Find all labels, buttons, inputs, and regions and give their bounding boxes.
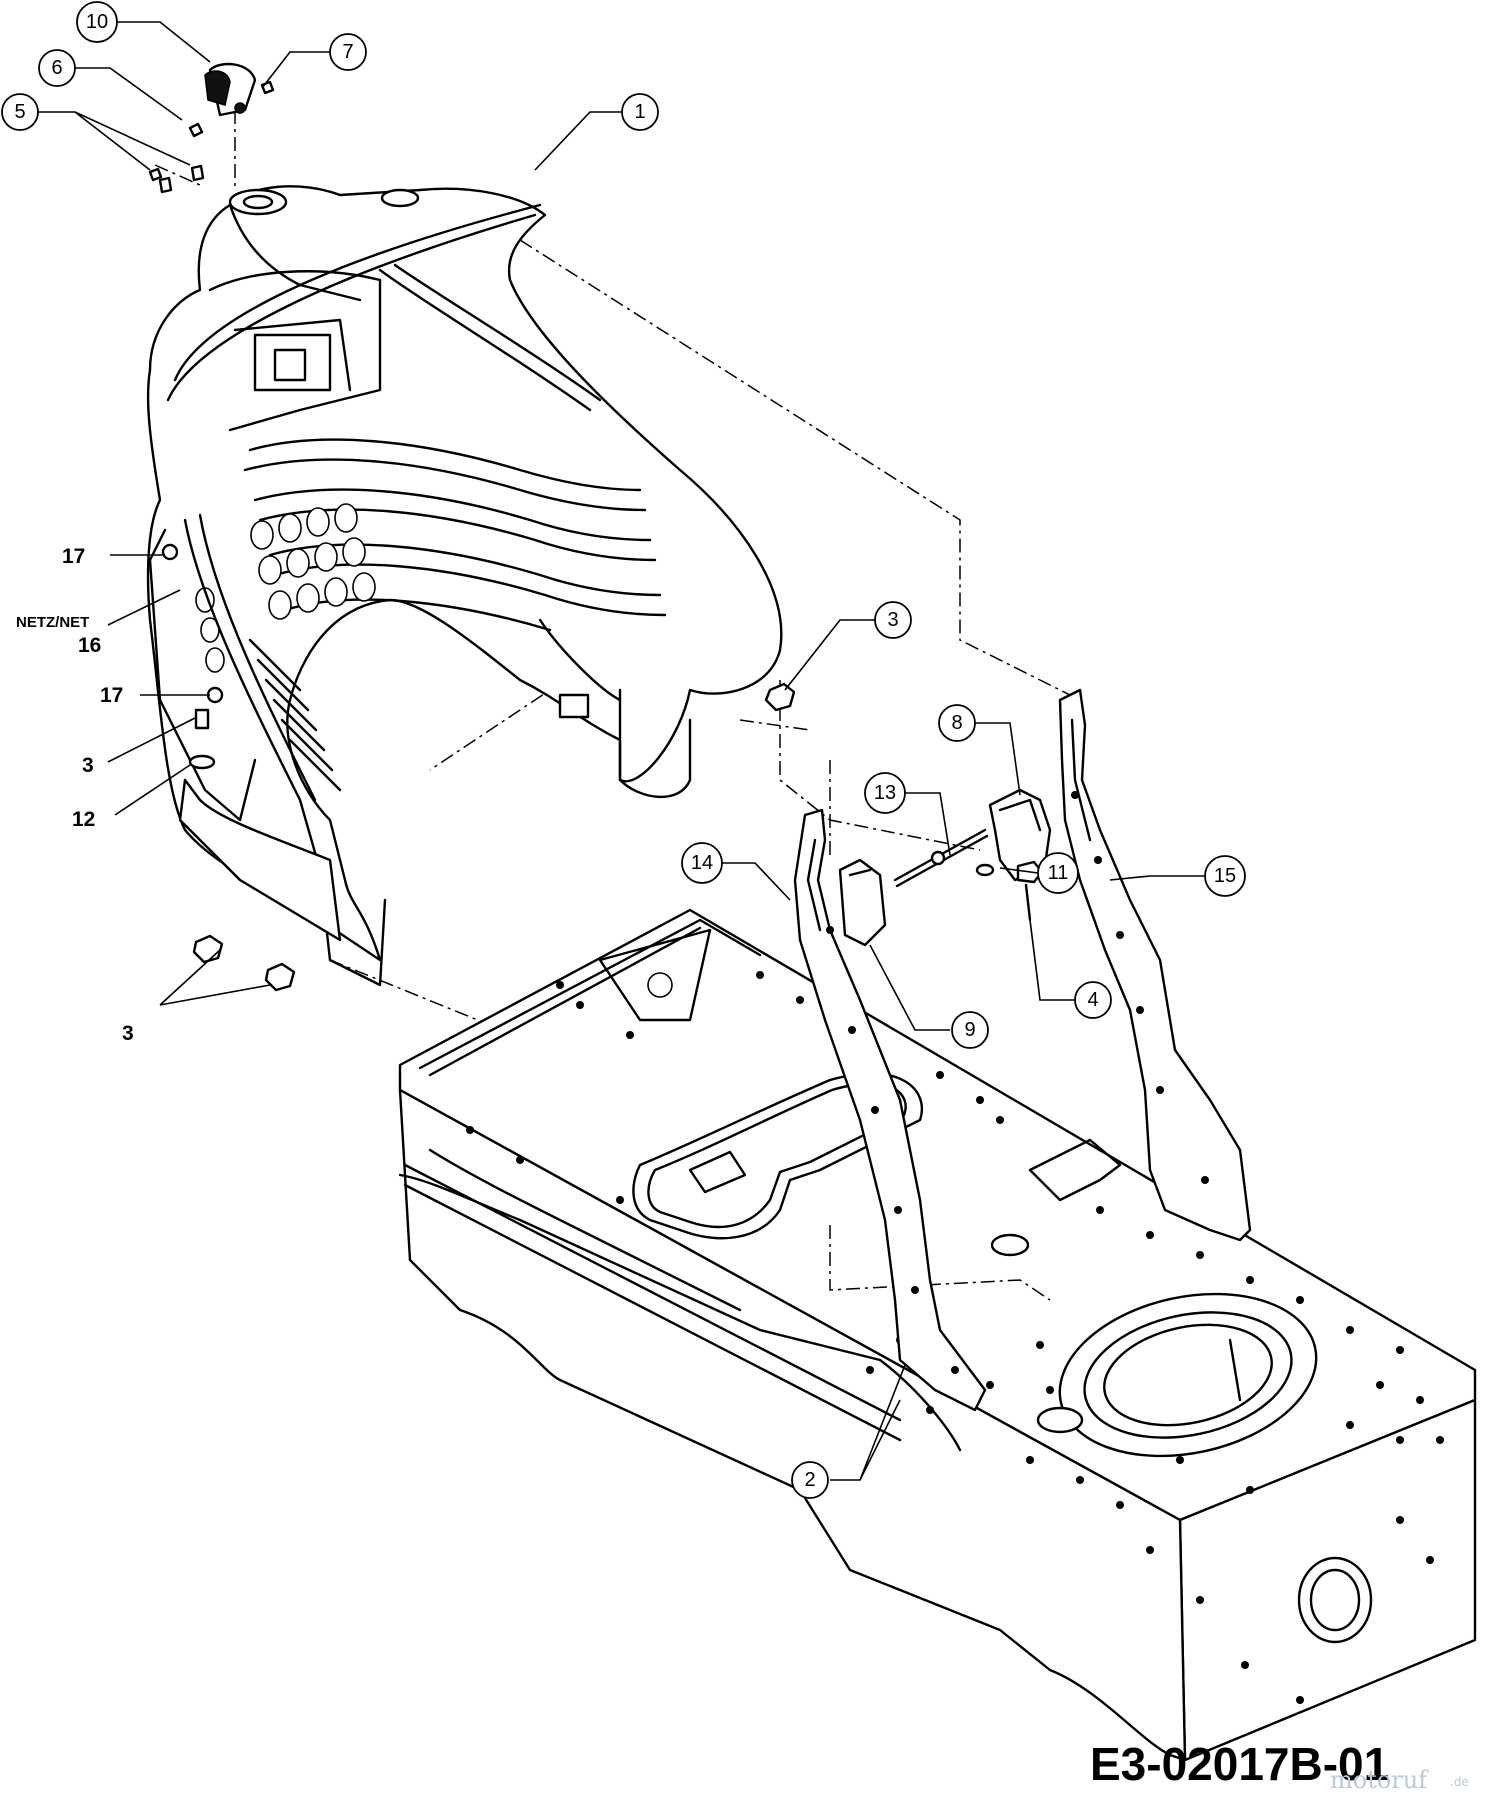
bracket-14 xyxy=(793,808,987,1412)
callout-1-number: 1 xyxy=(634,101,645,123)
watermark-brand: motoruf xyxy=(1330,1766,1429,1794)
fender-body xyxy=(146,185,783,987)
chassis-frame xyxy=(398,908,1477,1762)
bracket-15 xyxy=(1058,688,1252,1242)
left-hardware xyxy=(161,543,296,992)
callout-10-number: 10 xyxy=(86,11,108,33)
callout-2: 2 xyxy=(791,1461,829,1499)
callout-4: 4 xyxy=(1074,981,1112,1019)
callout-14: 14 xyxy=(681,842,723,884)
leader-lines xyxy=(37,21,1205,1481)
callout-7: 7 xyxy=(329,33,367,71)
callout-8: 8 xyxy=(938,704,976,742)
callout-5: 5 xyxy=(1,93,39,131)
callout-5-number: 5 xyxy=(14,101,25,123)
callout-7-number: 7 xyxy=(342,41,353,63)
callout-15: 15 xyxy=(1204,855,1246,897)
frame-holes xyxy=(466,971,1444,1704)
small-parts xyxy=(764,682,1052,947)
label-netz-net: NETZ/NET xyxy=(16,614,89,631)
callout-14-number: 14 xyxy=(691,852,713,874)
callout-9-number: 9 xyxy=(964,1019,975,1041)
watermark-suffix: .de xyxy=(1450,1775,1469,1789)
vent-holes xyxy=(195,503,376,673)
callout-2-number: 2 xyxy=(804,1469,815,1491)
callout-11: 11 xyxy=(1037,852,1079,894)
label-17-lower: 17 xyxy=(100,684,123,707)
callout-1: 1 xyxy=(621,93,659,131)
callout-11-number: 11 xyxy=(1048,862,1069,884)
callout-9: 9 xyxy=(951,1011,989,1049)
callout-3-right-number: 3 xyxy=(887,609,898,631)
label-16: 16 xyxy=(78,634,101,657)
steering-cap xyxy=(148,62,275,194)
callout-6-number: 6 xyxy=(51,57,62,79)
label-12: 12 xyxy=(72,808,95,831)
drawing-code: E3-02017B-01 xyxy=(1090,1738,1389,1790)
callout-15-number: 15 xyxy=(1214,865,1236,887)
label-17-upper: 17 xyxy=(62,545,85,568)
callout-8-number: 8 xyxy=(951,712,962,734)
callout-4-number: 4 xyxy=(1087,989,1098,1011)
callout-10: 10 xyxy=(76,1,118,43)
callout-3-right: 3 xyxy=(874,601,912,639)
callout-6: 6 xyxy=(38,49,76,87)
callout-13: 13 xyxy=(864,772,906,814)
label-3-left: 3 xyxy=(82,754,94,777)
label-3-bottom: 3 xyxy=(122,1022,134,1045)
callout-13-number: 13 xyxy=(874,782,896,804)
